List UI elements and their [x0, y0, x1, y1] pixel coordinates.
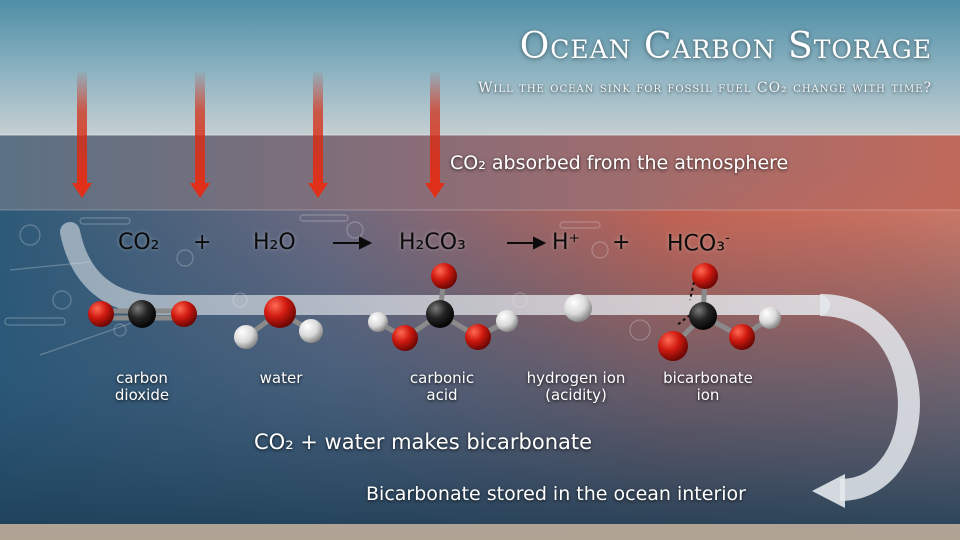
- hydrogen-atom: [564, 294, 592, 322]
- hydrogen-atom: [759, 307, 781, 329]
- oxygen-atom: [465, 324, 491, 350]
- oxygen-atom: [264, 296, 296, 328]
- hydrogen-atom: [368, 312, 388, 332]
- down-arrow-4: [425, 70, 445, 198]
- hydrogen-atom: [496, 310, 518, 332]
- equation-term-hco3: HCO₃-: [667, 230, 730, 256]
- diagram-subtitle: Will the ocean sink for fossil fuel CO₂ …: [478, 80, 932, 96]
- bicarbonate-formation-note: CO₂ + water makes bicarbonate: [254, 430, 593, 454]
- equation-term-h2o: H₂O: [253, 230, 296, 255]
- molecule-bicarbonate-ion: [658, 263, 781, 361]
- down-arrow-3: [308, 70, 328, 198]
- equation-arrows: [333, 236, 547, 250]
- molecule-carbonic-acid: [368, 263, 518, 351]
- equation-plus: +: [193, 230, 212, 255]
- hydrogen-atom: [299, 319, 323, 343]
- molecule-water: [234, 296, 323, 349]
- carbon-atom: [689, 302, 717, 330]
- carbon-atom: [128, 300, 156, 328]
- label-water: water: [259, 369, 303, 387]
- oxygen-atom: [88, 301, 114, 327]
- reaction-arrow-1-head: [359, 236, 373, 250]
- oxygen-atom: [729, 324, 755, 350]
- co2-absorbed-label: CO₂ absorbed from the atmosphere: [450, 152, 789, 174]
- molecule-hydrogen-ion: [564, 294, 592, 322]
- sky-band: [0, 0, 960, 135]
- diagram-title: Ocean Carbon Storage: [519, 26, 932, 67]
- label-hydrogen-ion: hydrogen ion(acidity): [526, 369, 626, 404]
- deep-water-shade: [0, 210, 960, 540]
- bicarbonate-flow-arrow: [60, 222, 920, 508]
- molecule-carbon-dioxide: [88, 300, 197, 328]
- sea-floor: [0, 524, 960, 540]
- carbon-atom: [426, 300, 454, 328]
- reaction-arrow-2-head: [533, 236, 547, 250]
- equation-term-co2: CO₂: [118, 230, 160, 255]
- equation-term-h-ion: H⁺: [552, 230, 581, 255]
- oxygen-atom: [692, 263, 718, 289]
- oxygen-atom: [431, 263, 457, 289]
- oxygen-atom: [392, 325, 418, 351]
- equation-term-h2co3: H₂CO₃: [399, 230, 466, 255]
- hydrogen-atom: [234, 325, 258, 349]
- plankton-decoration: [4, 214, 651, 356]
- oxygen-atom: [171, 301, 197, 327]
- oxygen-atom: [658, 331, 688, 361]
- hco3-formula: HCO₃: [667, 231, 726, 257]
- co2-absorption-arrows: [72, 70, 445, 198]
- down-arrow-2: [190, 70, 210, 198]
- down-arrow-1: [72, 70, 92, 198]
- bicarbonate-storage-note: Bicarbonate stored in the ocean interior: [366, 483, 746, 505]
- hco3-charge: -: [725, 230, 730, 246]
- equation-plus: +: [612, 230, 631, 255]
